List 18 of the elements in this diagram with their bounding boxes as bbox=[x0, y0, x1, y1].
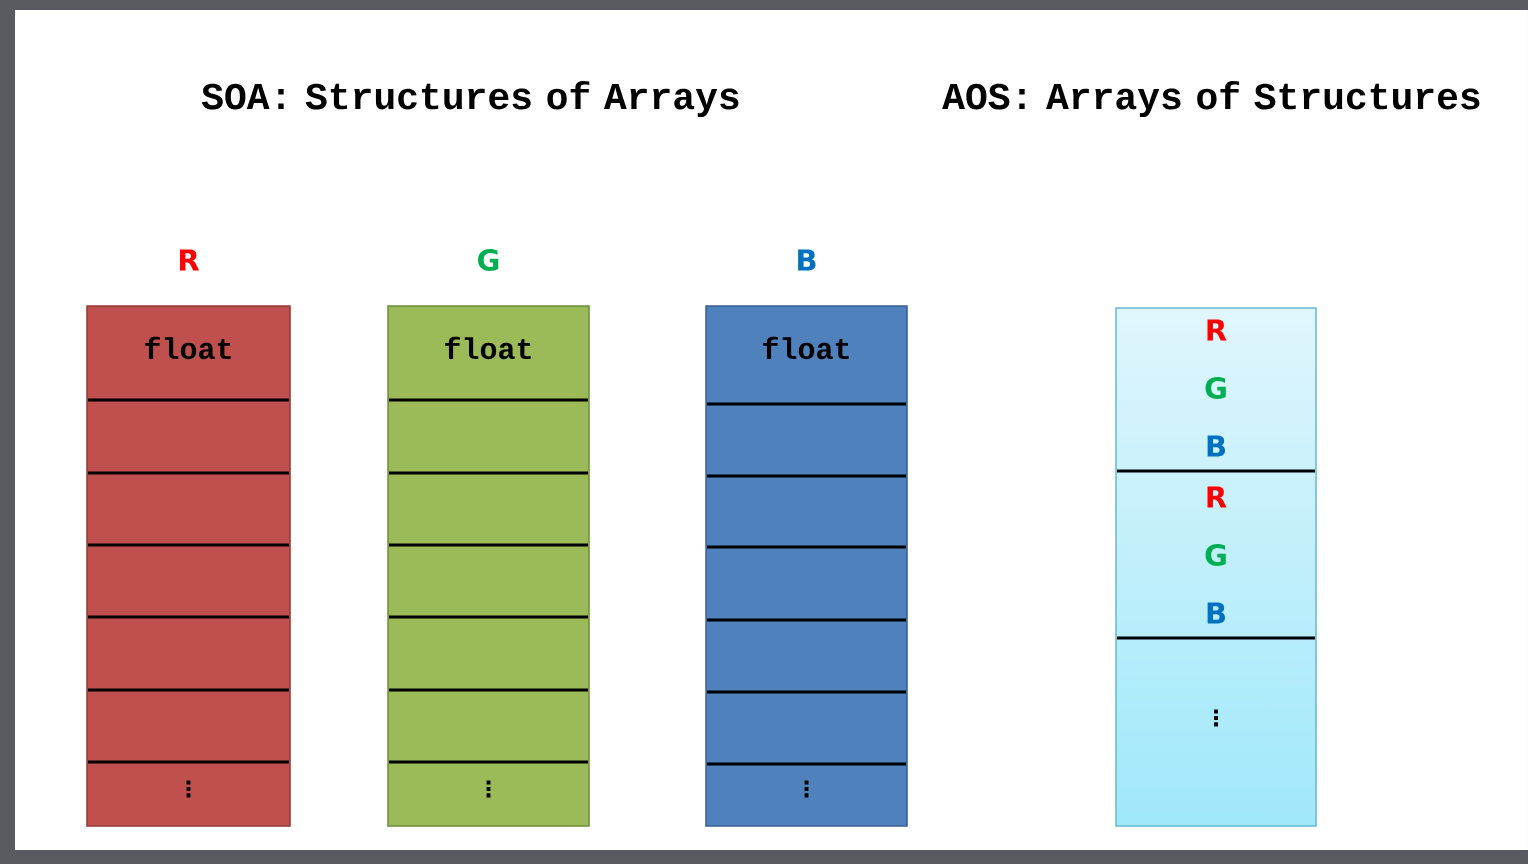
ellipsis-mark: ⋮ bbox=[486, 780, 491, 798]
cell-label: float bbox=[145, 336, 231, 360]
channel-letter: B bbox=[798, 249, 816, 271]
cell-label: float bbox=[445, 336, 531, 360]
channel-letter: R bbox=[1207, 486, 1227, 508]
ellipsis-mark: ⋮ bbox=[186, 780, 191, 798]
channel-letter: R bbox=[180, 249, 200, 271]
ellipsis-mark: ⋮ bbox=[1214, 709, 1218, 727]
cell-label: float bbox=[763, 336, 849, 360]
channel-letter: G bbox=[478, 249, 499, 271]
section-heading: AOS: Arrays of Structures bbox=[942, 81, 1480, 117]
channel-letter: G bbox=[1205, 377, 1226, 399]
ellipsis-mark: ⋮ bbox=[804, 780, 809, 798]
channel-letter: B bbox=[1207, 435, 1225, 457]
channel-letter: B bbox=[1207, 602, 1225, 624]
channel-letter: R bbox=[1207, 319, 1227, 341]
channel-letter: G bbox=[1205, 544, 1226, 566]
section-heading: SOA: Structures of Arrays bbox=[201, 81, 739, 117]
